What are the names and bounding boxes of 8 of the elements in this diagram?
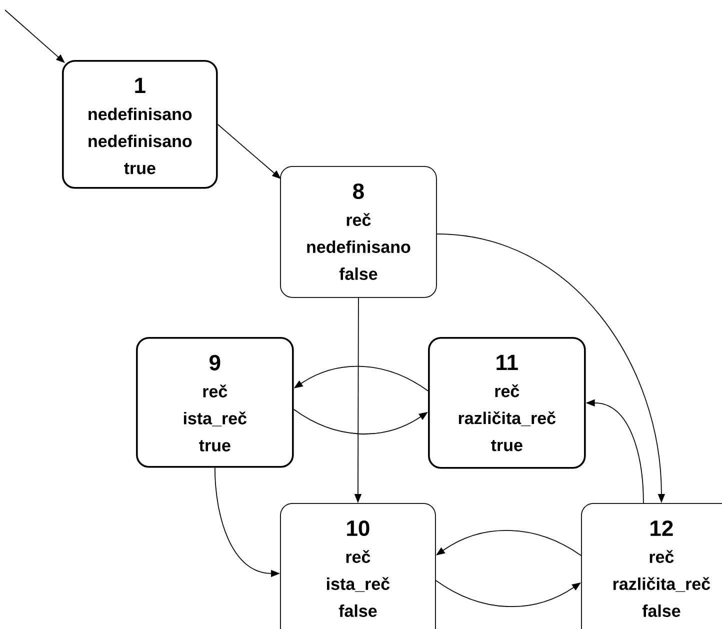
state-box: 9 reč ista_reč true [136,337,294,468]
state-box: 12 reč različita_reč false [581,503,722,629]
arrow [217,124,281,179]
arrow [4,10,65,63]
state-box: 8 reč nedefinisano false [280,166,437,298]
state-box: 11 reč različita_reč true [428,337,586,469]
state-box: 1 nedefinisano nedefinisano true [62,60,218,189]
state-box: 10 reč ista_reč false [280,503,436,629]
